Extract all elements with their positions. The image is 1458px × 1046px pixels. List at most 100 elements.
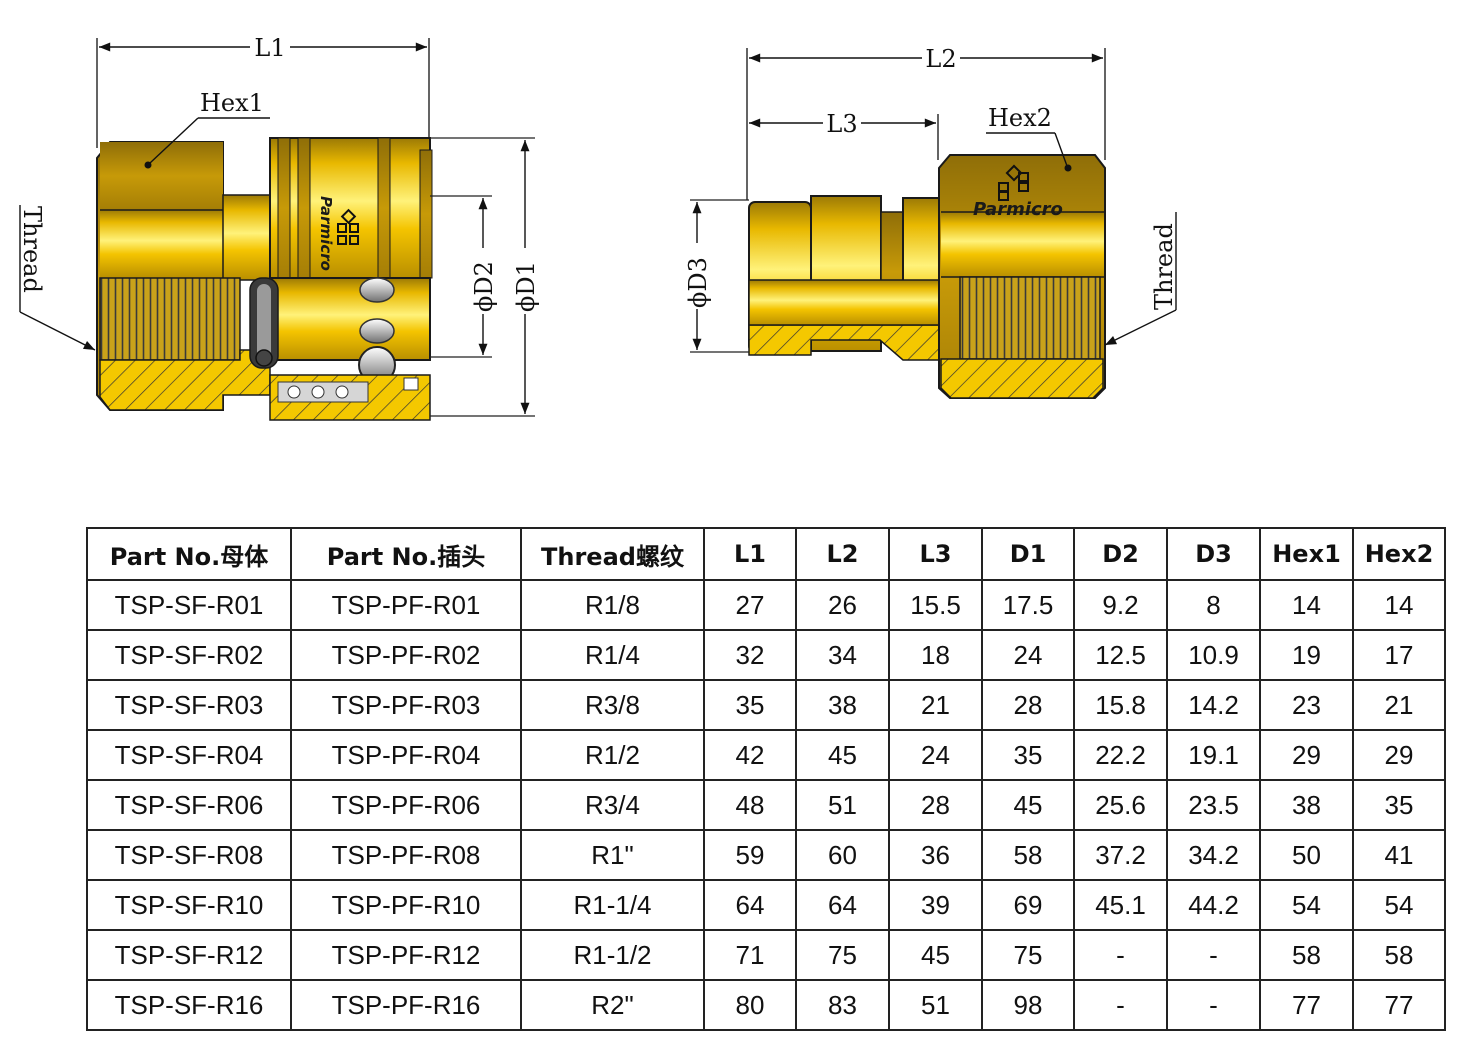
table-cell: 25.6 bbox=[1073, 779, 1168, 831]
table-cell: 8 bbox=[1166, 579, 1261, 631]
table-cell: 41 bbox=[1352, 829, 1446, 881]
socket-brand: Parmicro bbox=[317, 196, 335, 271]
table-cell: 17.5 bbox=[981, 579, 1075, 631]
table-cell: 77 bbox=[1259, 979, 1354, 1031]
table-cell: 80 bbox=[703, 979, 797, 1031]
table-cell: TSP-PF-R04 bbox=[290, 729, 522, 781]
table-cell: TSP-PF-R12 bbox=[290, 929, 522, 981]
table-cell: TSP-SF-R02 bbox=[86, 629, 292, 681]
table-cell: 24 bbox=[888, 729, 983, 781]
table-cell: 29 bbox=[1259, 729, 1354, 781]
table-cell: 51 bbox=[795, 779, 890, 831]
table-cell: TSP-SF-R01 bbox=[86, 579, 292, 631]
d2-label: ϕD2 bbox=[470, 261, 498, 312]
hex2-label: Hex2 bbox=[988, 104, 1052, 132]
table-cell: TSP-PF-R02 bbox=[290, 629, 522, 681]
plug-drawing: L2 L3 Parmicro Hex2 bbox=[684, 45, 1178, 399]
table-cell: 98 bbox=[981, 979, 1075, 1031]
plug-brand-logo-icon bbox=[998, 164, 1029, 201]
table-cell: 45 bbox=[795, 729, 890, 781]
d3-label: ϕD3 bbox=[684, 257, 712, 308]
column-header: Hex1 bbox=[1259, 527, 1354, 581]
table-cell: 10.9 bbox=[1166, 629, 1261, 681]
table-cell: 24 bbox=[981, 629, 1075, 681]
table-cell: 42 bbox=[703, 729, 797, 781]
table-cell: 45 bbox=[981, 779, 1075, 831]
table-cell: R1/2 bbox=[520, 729, 705, 781]
table-cell: 64 bbox=[795, 879, 890, 931]
table-cell: 28 bbox=[981, 679, 1075, 731]
table-cell: 71 bbox=[703, 929, 797, 981]
table-cell: 23.5 bbox=[1166, 779, 1261, 831]
table-cell: 38 bbox=[1259, 779, 1354, 831]
table-cell: TSP-SF-R08 bbox=[86, 829, 292, 881]
table-cell: - bbox=[1073, 929, 1168, 981]
table-cell: 36 bbox=[888, 829, 983, 881]
table-cell: 45.1 bbox=[1073, 879, 1168, 931]
table-cell: 19 bbox=[1259, 629, 1354, 681]
table-cell: TSP-SF-R04 bbox=[86, 729, 292, 781]
table-cell: 14 bbox=[1352, 579, 1446, 631]
column-header: Hex2 bbox=[1352, 527, 1446, 581]
column-header: D2 bbox=[1073, 527, 1168, 581]
table-cell: - bbox=[1166, 929, 1261, 981]
table-cell: 35 bbox=[703, 679, 797, 731]
table-cell: 28 bbox=[888, 779, 983, 831]
table-cell: 69 bbox=[981, 879, 1075, 931]
l2-label: L2 bbox=[925, 45, 956, 73]
table-cell: TSP-SF-R16 bbox=[86, 979, 292, 1031]
table-cell: 27 bbox=[703, 579, 797, 631]
table-cell: 14.2 bbox=[1166, 679, 1261, 731]
table-cell: 17 bbox=[1352, 629, 1446, 681]
table-cell: 39 bbox=[888, 879, 983, 931]
table-cell: 18 bbox=[888, 629, 983, 681]
table-cell: R1" bbox=[520, 829, 705, 881]
table-cell: 14 bbox=[1259, 579, 1354, 631]
table-cell: 60 bbox=[795, 829, 890, 881]
plug-thread-label: Thread bbox=[1150, 223, 1178, 310]
table-cell: 32 bbox=[703, 629, 797, 681]
table-cell: 12.5 bbox=[1073, 629, 1168, 681]
table-cell: TSP-PF-R16 bbox=[290, 979, 522, 1031]
table-cell: TSP-PF-R08 bbox=[290, 829, 522, 881]
table-cell: - bbox=[1166, 979, 1261, 1031]
table-cell: 15.5 bbox=[888, 579, 983, 631]
table-cell: 19.1 bbox=[1166, 729, 1261, 781]
table-cell: 54 bbox=[1352, 879, 1446, 931]
table-cell: R1-1/2 bbox=[520, 929, 705, 981]
table-cell: TSP-SF-R10 bbox=[86, 879, 292, 931]
table-cell: 34 bbox=[795, 629, 890, 681]
l3-label: L3 bbox=[826, 110, 857, 138]
table-cell: R2" bbox=[520, 979, 705, 1031]
table-cell: TSP-PF-R03 bbox=[290, 679, 522, 731]
table-cell: 22.2 bbox=[1073, 729, 1168, 781]
table-cell: R1-1/4 bbox=[520, 879, 705, 931]
column-header: L2 bbox=[795, 527, 890, 581]
table-cell: 45 bbox=[888, 929, 983, 981]
table-cell: 59 bbox=[703, 829, 797, 881]
table-cell: TSP-SF-R06 bbox=[86, 779, 292, 831]
table-cell: TSP-PF-R10 bbox=[290, 879, 522, 931]
table-cell: 34.2 bbox=[1166, 829, 1261, 881]
column-header: Thread螺纹 bbox=[520, 527, 705, 581]
table-cell: 44.2 bbox=[1166, 879, 1261, 931]
table-cell: 75 bbox=[981, 929, 1075, 981]
table-cell: 51 bbox=[888, 979, 983, 1031]
column-header: D1 bbox=[981, 527, 1075, 581]
technical-drawing: L1 Parmicro bbox=[18, 34, 1178, 421]
table-cell: R3/8 bbox=[520, 679, 705, 731]
table-cell: 77 bbox=[1352, 979, 1446, 1031]
column-header: Part No.插头 bbox=[290, 527, 522, 581]
column-header: L3 bbox=[888, 527, 983, 581]
table-cell: 37.2 bbox=[1073, 829, 1168, 881]
table-cell: 35 bbox=[981, 729, 1075, 781]
socket-thread-label: Thread bbox=[18, 206, 46, 293]
table-cell: 83 bbox=[795, 979, 890, 1031]
